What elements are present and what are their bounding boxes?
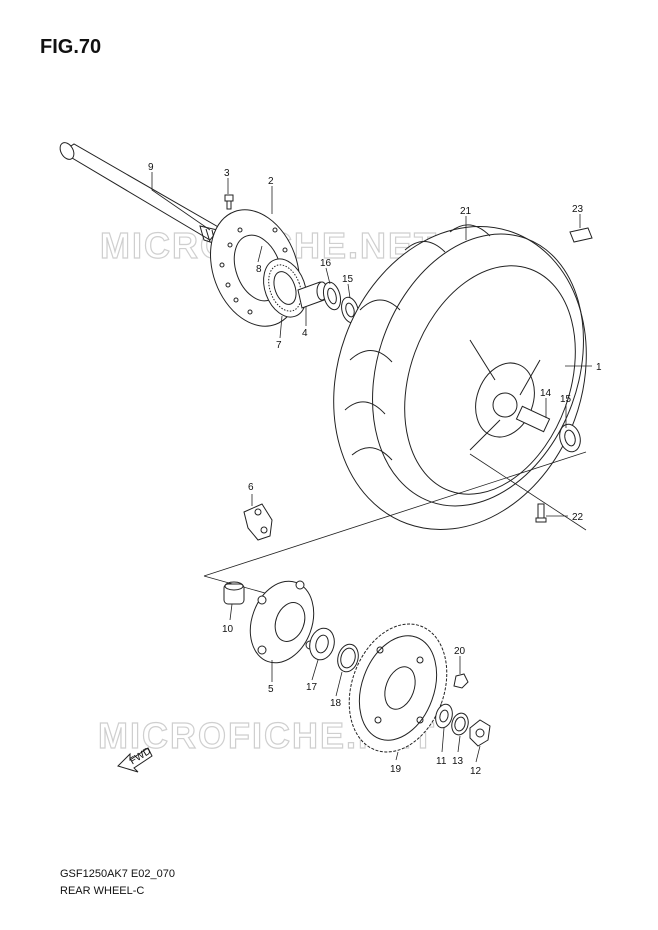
callout-1: 1 (596, 362, 602, 373)
figure-title: FIG.70 (40, 36, 102, 58)
callout-23: 23 (572, 204, 584, 215)
washer-part (451, 712, 469, 736)
sprocket-carrier-part (249, 580, 315, 664)
callout-15-upper: 15 (342, 274, 354, 285)
callout-9: 9 (148, 162, 154, 173)
callout-7: 7 (276, 340, 282, 351)
callout-8: 8 (256, 264, 262, 275)
callout-22: 22 (572, 512, 584, 523)
carrier-bearing-part (309, 627, 335, 661)
callout-11: 11 (436, 756, 447, 767)
bracket-part (243, 503, 273, 541)
balance-weight-part (569, 227, 593, 243)
callout-16: 16 (320, 258, 332, 269)
axle-nut-part (469, 719, 491, 747)
bolt-part (224, 194, 234, 210)
brake-disc-part (210, 209, 300, 327)
callout-14: 14 (540, 388, 552, 399)
damper-part (223, 581, 245, 605)
sprocket-part (348, 623, 448, 753)
callout-19: 19 (390, 764, 402, 775)
figure-code: GSF1250AK7 E02_070 (60, 868, 175, 880)
axle-part (59, 142, 227, 247)
collar-part (435, 703, 453, 729)
callout-2: 2 (268, 176, 274, 187)
rear-wheel-part (333, 224, 587, 531)
callout-12: 12 (470, 766, 482, 777)
sprocket-nut-part (453, 673, 469, 689)
valve-part (535, 503, 547, 523)
callout-21: 21 (460, 206, 472, 217)
callout-13: 13 (452, 756, 464, 767)
callout-6: 6 (248, 482, 254, 493)
sensor-ring-part (263, 258, 307, 318)
callout-20: 20 (454, 646, 466, 657)
callout-10: 10 (222, 624, 234, 635)
snap-ring-part (337, 643, 359, 673)
callout-15-lower: 15 (560, 394, 572, 405)
callout-18: 18 (330, 698, 342, 709)
callout-4: 4 (302, 328, 308, 339)
callout-3: 3 (224, 168, 230, 179)
callout-17: 17 (306, 682, 318, 693)
callout-5: 5 (268, 684, 274, 695)
figure-name: REAR WHEEL-C (60, 885, 145, 897)
